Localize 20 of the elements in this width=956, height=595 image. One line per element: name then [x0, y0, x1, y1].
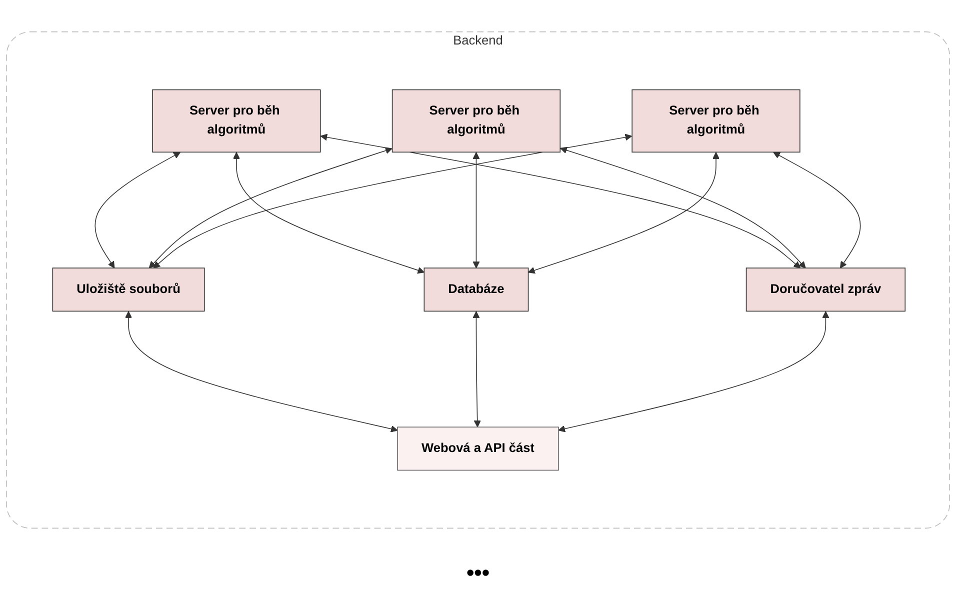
arrow: [558, 311, 830, 432]
ellipsis-text: •••: [466, 560, 490, 585]
arrow: [472, 311, 481, 428]
node-box: Uložiště souborů: [52, 268, 205, 312]
node-box: Server pro běh algoritmů: [392, 89, 561, 153]
arrow: [148, 147, 392, 268]
arrow: [773, 152, 861, 268]
arrow: [560, 146, 806, 268]
node-box: Databáze: [424, 268, 529, 312]
node-box: Server pro běh algoritmů: [632, 89, 800, 153]
arrow: [320, 134, 801, 268]
node-box: Server pro běh algoritmů: [152, 89, 321, 153]
node-box: Webová a API část: [397, 426, 559, 471]
arrow: [528, 152, 720, 274]
arrow: [472, 152, 480, 268]
arrow: [232, 152, 424, 274]
node-box: Doručovatel zpráv: [746, 268, 906, 312]
arrow: [153, 134, 632, 268]
arrow: [94, 152, 181, 268]
arrow: [125, 311, 398, 432]
